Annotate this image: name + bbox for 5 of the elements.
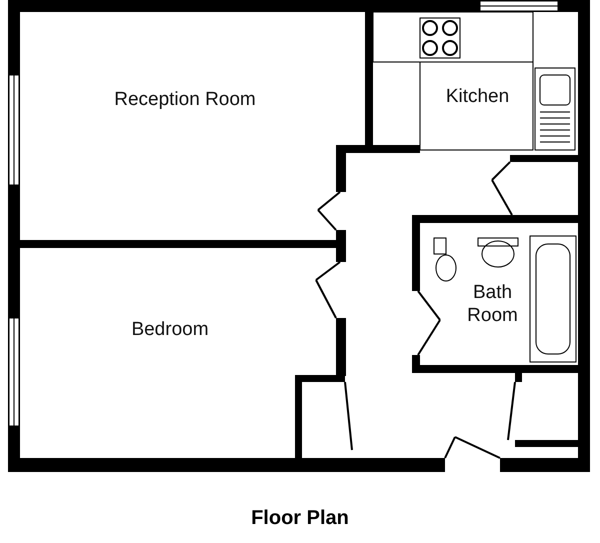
room-label: Reception Room (114, 88, 256, 112)
plan-title: Floor Plan (251, 507, 349, 529)
room-label: Kitchen (446, 86, 510, 109)
room-label: Bath Room (466, 282, 519, 328)
room-label: Bedroom (131, 318, 209, 342)
